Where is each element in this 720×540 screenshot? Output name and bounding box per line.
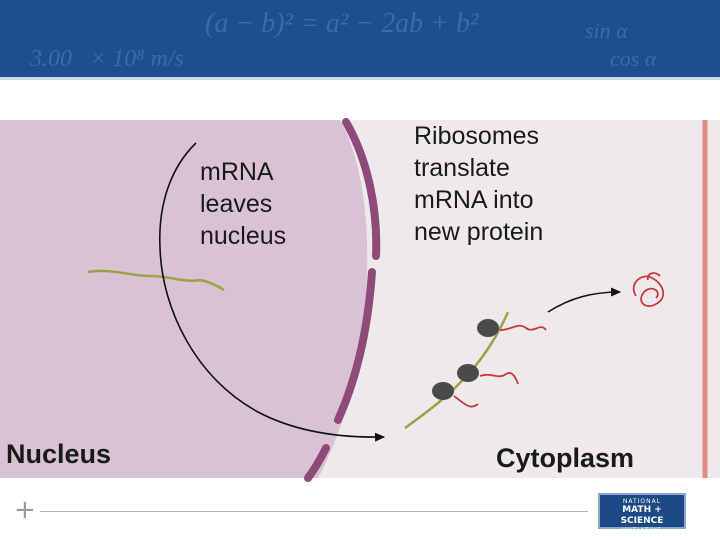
- slide-footer: + NATIONAL MATH + SCIENCE INITIATIVE: [0, 495, 720, 540]
- nucleus-label: Nucleus: [6, 439, 111, 469]
- footer-divider: [40, 511, 588, 512]
- ribosome: [477, 319, 499, 337]
- logo-line: MATH + SCIENCE: [600, 505, 684, 527]
- plus-icon: +: [14, 497, 36, 523]
- nmsi-logo: NATIONAL MATH + SCIENCE INITIATIVE: [598, 493, 686, 529]
- logo-line: NATIONAL: [600, 498, 684, 505]
- logo-line: INITIATIVE: [600, 527, 684, 534]
- mrna-leaves-label: mRNA leaves nucleus: [200, 158, 286, 250]
- ribosome: [432, 382, 454, 400]
- ribosome: [457, 364, 479, 382]
- nucleus-region: [0, 120, 367, 478]
- cytoplasm-label: Cytoplasm: [496, 443, 634, 473]
